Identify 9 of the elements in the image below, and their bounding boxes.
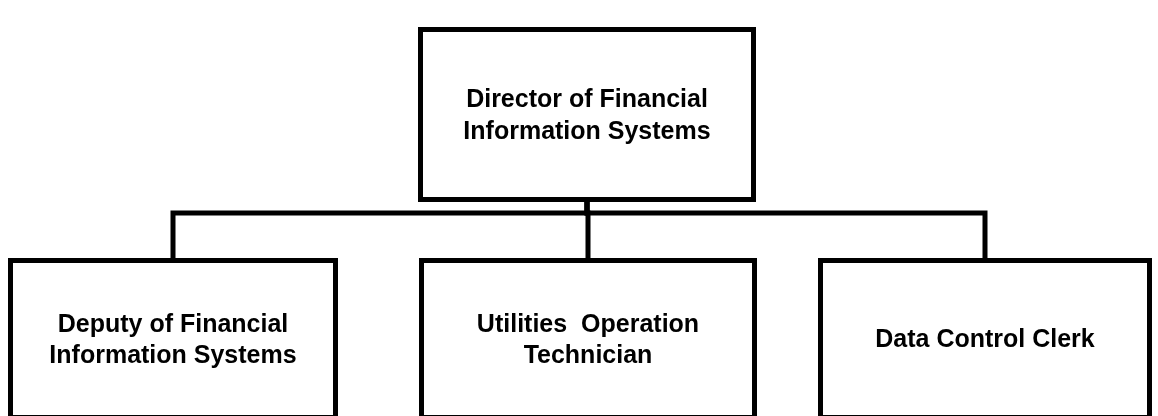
role-box: [418, 27, 756, 202]
role-title: Deputy of Financial Information Systems: [48, 307, 298, 370]
role-title: Director of Financial Information Systems: [462, 83, 712, 146]
role-box: [818, 258, 1152, 416]
role-box: [419, 258, 757, 416]
connector-line: [584, 202, 988, 258]
role-title: Data Control Clerk: [875, 323, 1095, 355]
role-box: [8, 258, 338, 416]
role-title: Utilities Operation Technician: [475, 307, 701, 370]
